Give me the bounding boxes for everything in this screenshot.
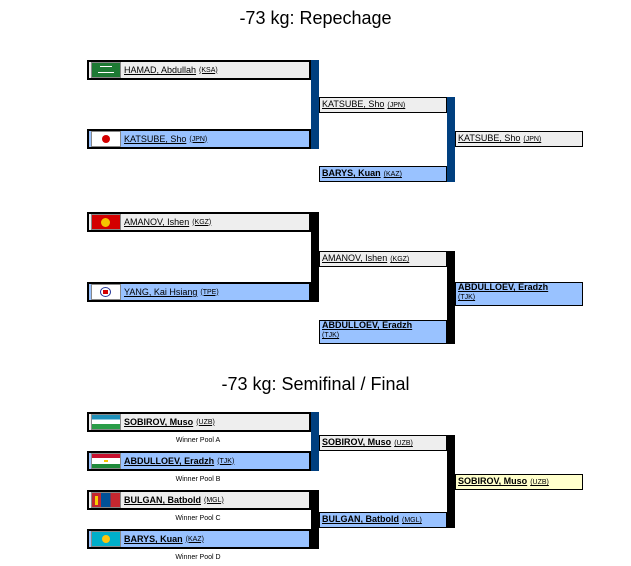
country-code[interactable]: (KAZ) bbox=[383, 171, 402, 178]
country-code[interactable]: (KGZ) bbox=[390, 256, 410, 263]
repechage-r1-athlete-1: HAMAD, Abdullah (KSA) bbox=[87, 60, 311, 80]
semifinal-r1-athlete-1: SOBIROV, Muso (UZB) bbox=[87, 412, 311, 432]
kaz-flag-icon bbox=[91, 531, 121, 547]
country-code[interactable]: (UZB) bbox=[196, 418, 215, 426]
country-code[interactable]: (JPN) bbox=[523, 136, 542, 143]
athlete-name[interactable]: SOBIROV, Muso bbox=[458, 476, 528, 486]
country-code[interactable]: (MGL) bbox=[204, 496, 224, 504]
country-code[interactable]: (MGL) bbox=[402, 517, 422, 524]
athlete-name[interactable]: BULGAN, Batbold bbox=[124, 495, 201, 505]
country-code[interactable]: (KSA) bbox=[199, 66, 218, 74]
athlete-name[interactable]: ABDULLOEV, Eradzh bbox=[322, 320, 413, 330]
country-code[interactable]: (UZB) bbox=[394, 440, 413, 447]
pool-label: Winner Pool D bbox=[175, 554, 221, 561]
athlete-name[interactable]: SOBIROV, Muso bbox=[322, 437, 392, 447]
jpn-flag-icon bbox=[91, 131, 121, 147]
repechage-r2-athlete-2: BARYS, Kuan(KAZ) bbox=[319, 166, 447, 182]
country-code[interactable]: (JPN) bbox=[387, 102, 406, 109]
repechage-r3-athlete-1: KATSUBE, Sho(JPN) bbox=[455, 131, 583, 147]
semifinal-r1-athlete-3: BULGAN, Batbold (MGL) bbox=[87, 490, 311, 510]
repechage-connector-2 bbox=[311, 212, 319, 302]
repechage-r1-athlete-4: YANG, Kai Hsiang (TPE) bbox=[87, 282, 311, 302]
semifinal-r2-athlete-2: BULGAN, Batbold(MGL) bbox=[319, 512, 447, 528]
country-code[interactable]: (TJK) bbox=[322, 332, 340, 339]
semifinal-r1-athlete-2: ABDULLOEV, Eradzh (TJK) bbox=[87, 451, 311, 471]
athlete-name[interactable]: AMANOV, Ishen bbox=[124, 217, 190, 227]
repechage-r3-athlete-2: ABDULLOEV, Eradzh (TJK) bbox=[455, 282, 583, 306]
semifinal-r1-athlete-4: BARYS, Kuan (KAZ) bbox=[87, 529, 311, 549]
pool-label: Winner Pool A bbox=[175, 437, 221, 444]
final-winner: SOBIROV, Muso(UZB) bbox=[455, 474, 583, 490]
repechage-r2-athlete-1: KATSUBE, Sho(JPN) bbox=[319, 97, 447, 113]
repechage-r2-athlete-3: AMANOV, Ishen(KGZ) bbox=[319, 251, 447, 267]
tjk-flag-icon bbox=[91, 453, 121, 469]
country-code[interactable]: (UZB) bbox=[530, 479, 549, 486]
pool-label: Winner Pool B bbox=[175, 476, 221, 483]
repechage-connector-1 bbox=[311, 60, 319, 149]
country-code[interactable]: (TJK) bbox=[458, 294, 476, 301]
country-code[interactable]: (KAZ) bbox=[185, 535, 204, 543]
ksa-flag-icon bbox=[91, 62, 121, 78]
semifinal-connector-1 bbox=[311, 412, 319, 471]
athlete-name[interactable]: AMANOV, Ishen bbox=[322, 253, 388, 263]
country-code[interactable]: (TPE) bbox=[200, 288, 219, 296]
athlete-name[interactable]: HAMAD, Abdullah bbox=[124, 65, 197, 75]
repechage-r1-athlete-3: AMANOV, Ishen (KGZ) bbox=[87, 212, 311, 232]
country-code[interactable]: (TJK) bbox=[217, 457, 235, 465]
athlete-name[interactable]: SOBIROV, Muso bbox=[124, 417, 194, 427]
athlete-name[interactable]: KATSUBE, Sho bbox=[124, 134, 187, 144]
repechage-connector-3 bbox=[447, 97, 455, 182]
athlete-name[interactable]: ABDULLOEV, Eradzh bbox=[124, 456, 215, 466]
athlete-name[interactable]: BARYS, Kuan bbox=[322, 168, 381, 178]
repechage-r2-athlete-4: ABDULLOEV, Eradzh (TJK) bbox=[319, 320, 447, 344]
athlete-name[interactable]: BARYS, Kuan bbox=[124, 534, 183, 544]
athlete-name[interactable]: KATSUBE, Sho bbox=[322, 99, 385, 109]
athlete-name[interactable]: BULGAN, Batbold bbox=[322, 514, 399, 524]
uzb-flag-icon bbox=[91, 414, 121, 430]
repechage-connector-4 bbox=[447, 251, 455, 344]
country-code[interactable]: (KGZ) bbox=[192, 218, 212, 226]
athlete-name[interactable]: ABDULLOEV, Eradzh bbox=[458, 282, 549, 292]
athlete-name[interactable]: KATSUBE, Sho bbox=[458, 133, 521, 143]
kgz-flag-icon bbox=[91, 214, 121, 230]
final-connector bbox=[447, 435, 455, 528]
country-code[interactable]: (JPN) bbox=[189, 135, 208, 143]
pool-label: Winner Pool C bbox=[175, 515, 221, 522]
mgl-flag-icon bbox=[91, 492, 121, 508]
tpe-flag-icon bbox=[91, 284, 121, 300]
semifinal-r2-athlete-1: SOBIROV, Muso(UZB) bbox=[319, 435, 447, 451]
semifinal-title: -73 kg: Semifinal / Final bbox=[221, 374, 410, 394]
repechage-r1-athlete-2: KATSUBE, Sho (JPN) bbox=[87, 129, 311, 149]
semifinal-connector-2 bbox=[311, 490, 319, 549]
athlete-name[interactable]: YANG, Kai Hsiang bbox=[124, 287, 198, 297]
repechage-title: -73 kg: Repechage bbox=[239, 8, 392, 28]
